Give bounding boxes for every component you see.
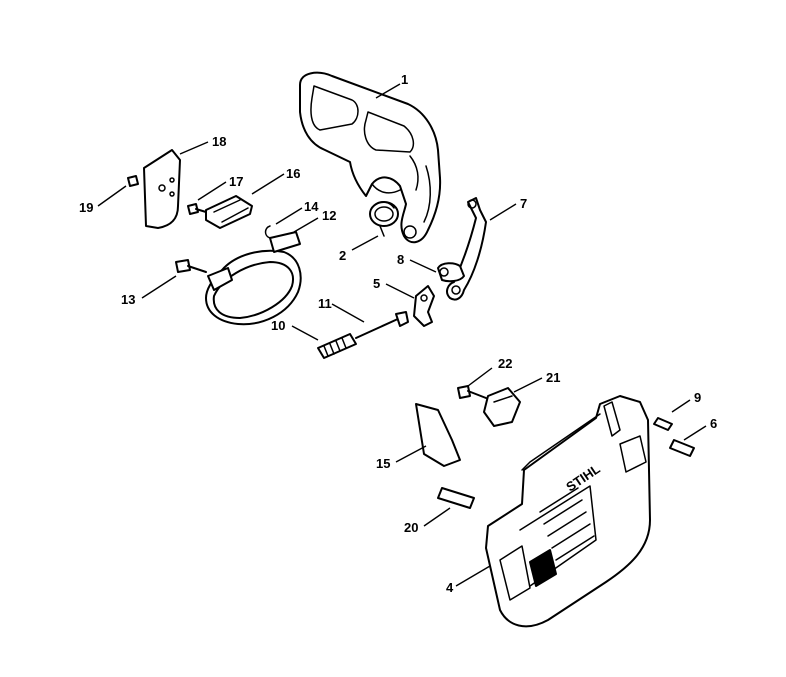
- part-1-hand-guard[interactable]: [299, 71, 442, 244]
- callout-8: 8: [397, 252, 404, 267]
- callout-6: 6: [710, 416, 717, 431]
- part-16-clamp[interactable]: [205, 195, 253, 229]
- callout-2: 2: [339, 248, 346, 263]
- callout-17: 17: [229, 174, 243, 189]
- callout-4: 4: [446, 580, 454, 595]
- leader-lines: [97, 83, 707, 587]
- part-19-screw[interactable]: [127, 175, 139, 187]
- part-17-screw[interactable]: [187, 203, 207, 215]
- callout-1: 1: [401, 72, 408, 87]
- part-10-spring[interactable]: [317, 333, 357, 359]
- part-12-brake-band[interactable]: [205, 231, 302, 326]
- callout-19: 19: [79, 200, 93, 215]
- callout-13: 13: [121, 292, 135, 307]
- part-6-pin[interactable]: [669, 439, 695, 457]
- part-5-pawl[interactable]: [413, 285, 435, 327]
- part-22-stud[interactable]: [457, 385, 487, 399]
- callout-10: 10: [271, 318, 285, 333]
- callout-labels: 1 2 4 5 6 7 8 9 10 11 12 13 14 15 16 17 …: [79, 72, 717, 595]
- part-11-rod[interactable]: [355, 311, 409, 339]
- part-15-plate[interactable]: [415, 403, 461, 467]
- part-14-clip[interactable]: [264, 225, 271, 239]
- callout-11: 11: [318, 296, 332, 311]
- callout-20: 20: [404, 520, 418, 535]
- part-9-pin[interactable]: [653, 417, 673, 431]
- callout-15: 15: [376, 456, 390, 471]
- callout-5: 5: [373, 276, 380, 291]
- callout-16: 16: [286, 166, 300, 181]
- part-2-spring[interactable]: [369, 201, 399, 237]
- callout-18: 18: [212, 134, 226, 149]
- part-18-plate[interactable]: [143, 149, 181, 229]
- part-13-screw[interactable]: [175, 259, 207, 273]
- callout-22: 22: [498, 356, 512, 371]
- callout-9: 9: [694, 390, 701, 405]
- callout-12: 12: [322, 208, 336, 223]
- callout-21: 21: [546, 370, 560, 385]
- part-20-pin[interactable]: [437, 487, 475, 509]
- part-7-brake-lever[interactable]: [446, 197, 487, 301]
- callout-7: 7: [520, 196, 527, 211]
- part-21-nut[interactable]: [483, 387, 521, 427]
- part-8-link[interactable]: [437, 262, 465, 283]
- callout-14: 14: [304, 199, 319, 214]
- part-4-sprocket-cover[interactable]: STIHL: [485, 395, 651, 628]
